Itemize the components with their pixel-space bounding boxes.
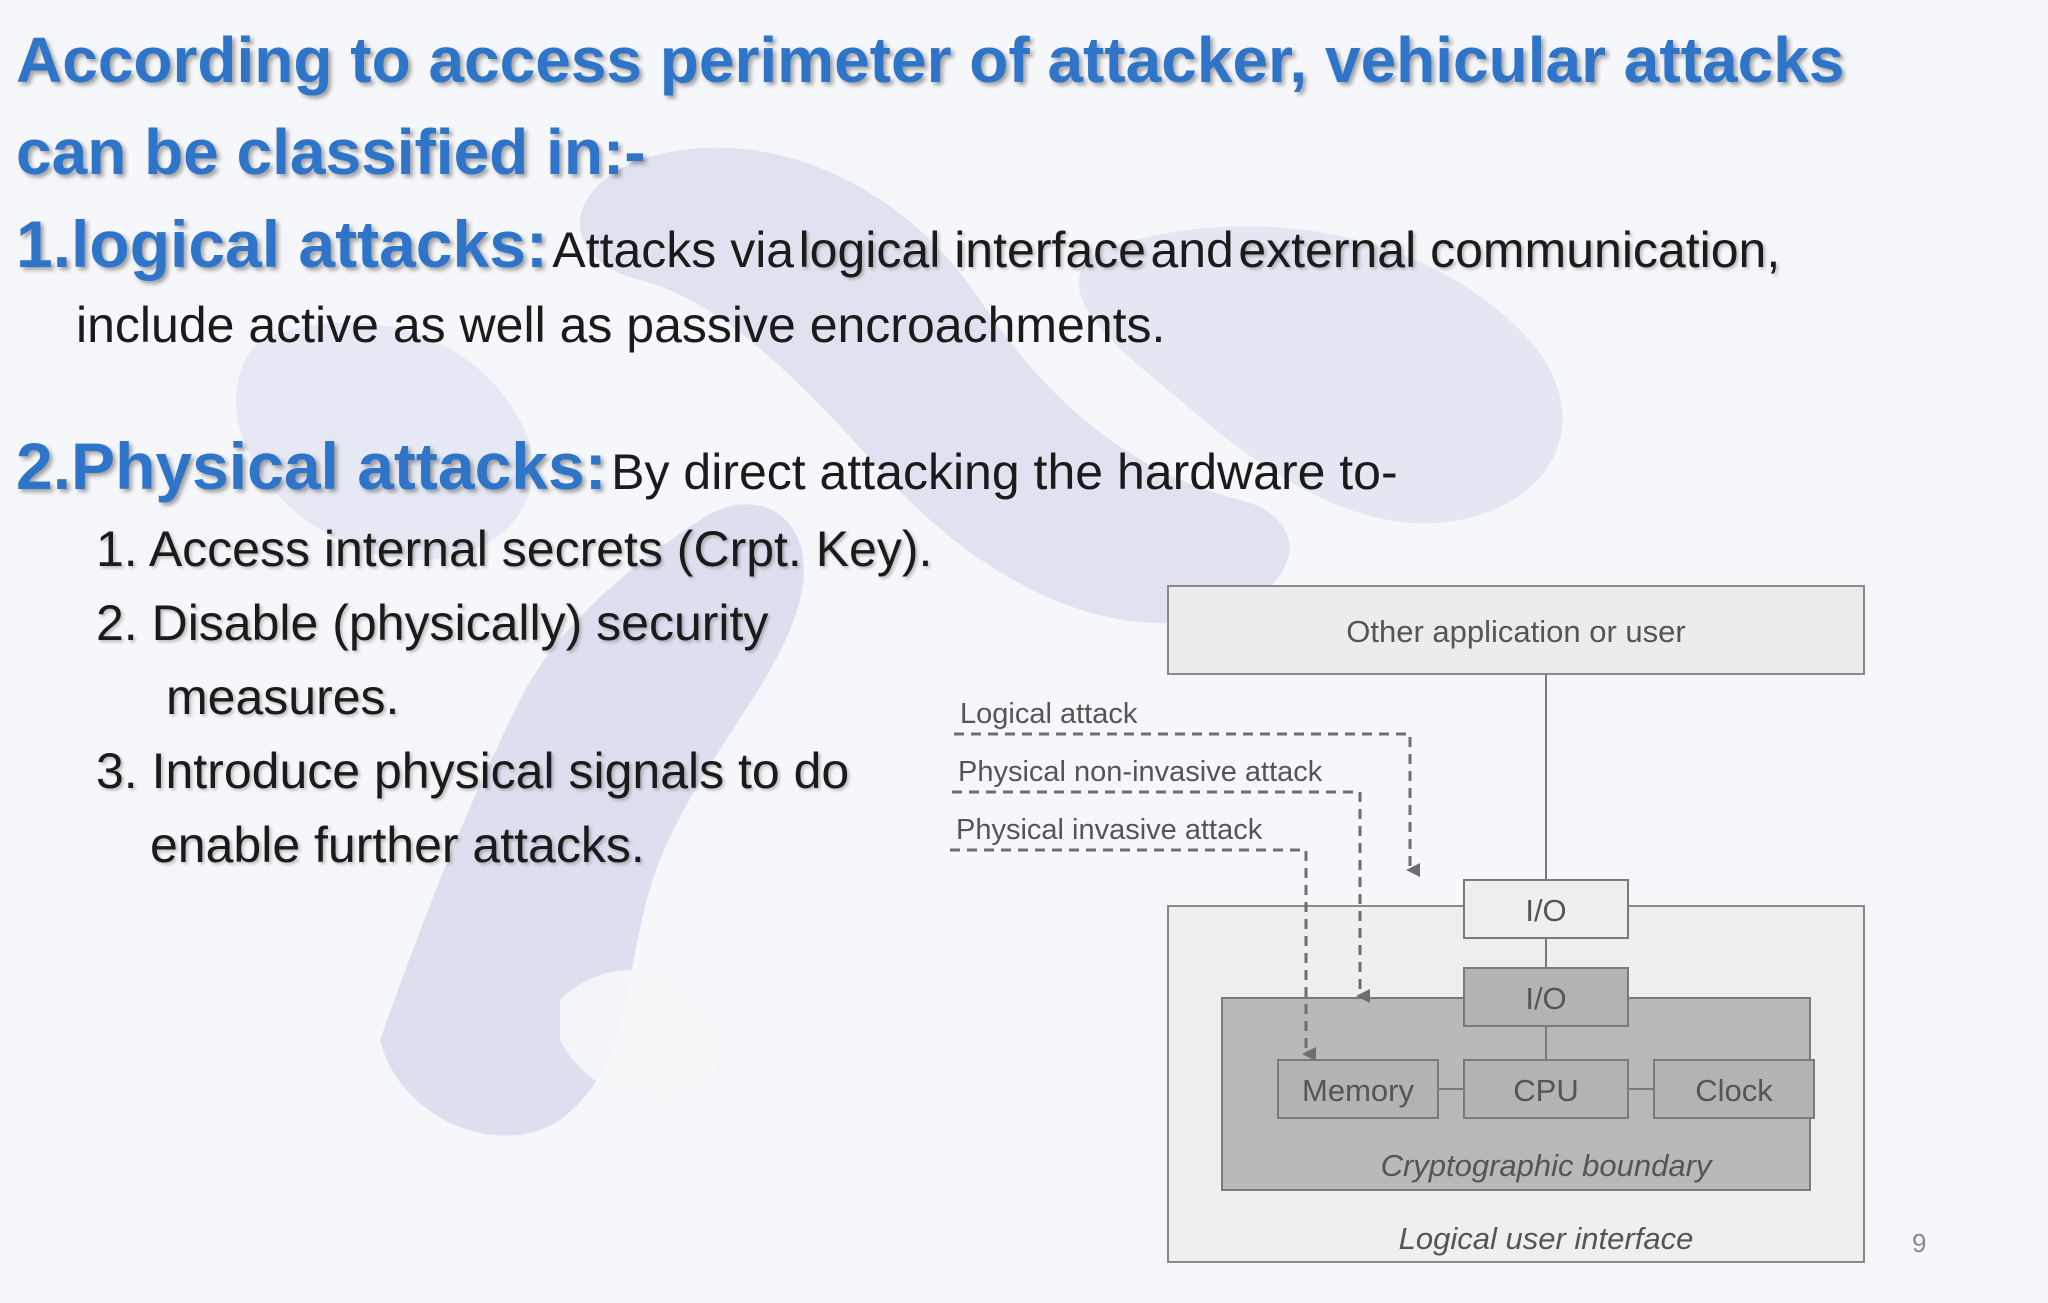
clock-box (1653, 1059, 1815, 1119)
io-inner-label: I/O (1525, 981, 1566, 1016)
item2-sub2-line2: measures. (166, 669, 400, 725)
attack-diagram: Other application or user I/O I/O Memory… (950, 585, 1865, 1263)
memory-box (1277, 1059, 1439, 1119)
io-inner-box (1463, 967, 1629, 1027)
item1-line2: include active as well as passive encroa… (76, 297, 1166, 353)
slide-title: According to access perimeter of attacke… (16, 14, 2016, 198)
item2-title: 2.Physical attacks: (16, 429, 607, 503)
slide-title-line1: According to access perimeter of attacke… (16, 24, 1845, 96)
cpu-label: CPU (1513, 1073, 1578, 1108)
noninvasive-attack-label: Physical non-invasive attack (958, 756, 1323, 788)
logical-attack-label: Logical attack (960, 698, 1138, 730)
item2-sub1: 1. Access internal secrets (Crpt. Key). (96, 521, 933, 577)
item2-sub3-line1: 3. Introduce physical signals to do (96, 743, 850, 799)
slide-title-line2: can be classified in:- (16, 116, 646, 188)
item1-title: 1.logical attacks: (16, 207, 548, 281)
item1-text-a: Attacks via (552, 222, 795, 278)
item2-sub2-line1: 2. Disable (physically) security (96, 595, 769, 651)
logical-attack-path (954, 732, 1420, 877)
item2-text: By direct attacking the hardware to- (611, 444, 1398, 500)
memory-label: Memory (1302, 1073, 1414, 1108)
crypto-boundary-label: Cryptographic boundary (1381, 1148, 1714, 1183)
item1-text-b: and (1150, 222, 1234, 278)
cpu-box (1463, 1059, 1629, 1119)
io-outer-box (1463, 879, 1629, 939)
logical-interface-label: Logical user interface (1399, 1221, 1694, 1256)
io-outer-label: I/O (1525, 893, 1566, 928)
page-number: 9 (1912, 1228, 1927, 1258)
other-application-box (1167, 585, 1865, 675)
invasive-attack-label: Physical invasive attack (956, 814, 1263, 846)
item2-sub3-line2: enable further attacks. (150, 817, 645, 873)
item1-highlight-external-communication: external communication, (1238, 222, 1781, 278)
item2-line1: 2.Physical attacks: By direct attacking … (16, 428, 1398, 504)
noninvasive-attack-path (952, 790, 1370, 1003)
item1-line1: 1.logical attacks: Attacks via logical i… (16, 206, 1780, 282)
other-application-label: Other application or user (1346, 614, 1685, 649)
clock-label: Clock (1695, 1073, 1773, 1108)
item1-highlight-logical-interface: logical interface (798, 222, 1146, 278)
